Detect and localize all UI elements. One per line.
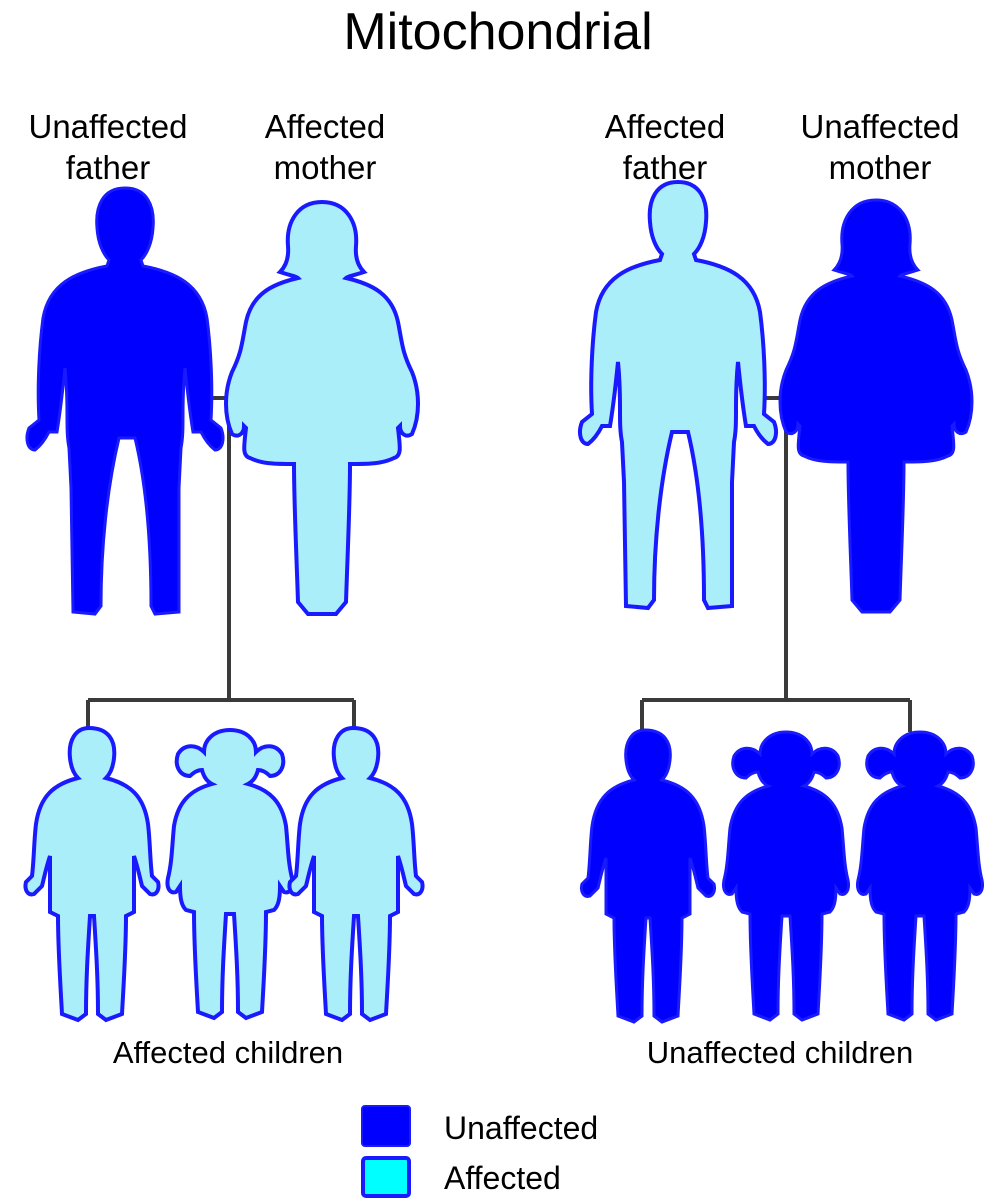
figure-family2-child-2: [723, 732, 848, 1020]
legend-affected-swatch: [363, 1158, 409, 1196]
figure-family1-father: [27, 188, 223, 614]
legend-unaffected-swatch: [362, 1106, 410, 1146]
figure-family2-father: [580, 182, 776, 608]
figure-family2-child-1: [581, 730, 714, 1022]
figure-family2-mother: [780, 200, 972, 612]
figure-family1-child-1: [25, 728, 158, 1020]
figure-family1-mother: [226, 202, 418, 614]
figure-family1-child-2: [167, 730, 292, 1018]
figure-family1-child-3: [289, 728, 422, 1020]
figure-family2-child-3: [857, 732, 982, 1020]
